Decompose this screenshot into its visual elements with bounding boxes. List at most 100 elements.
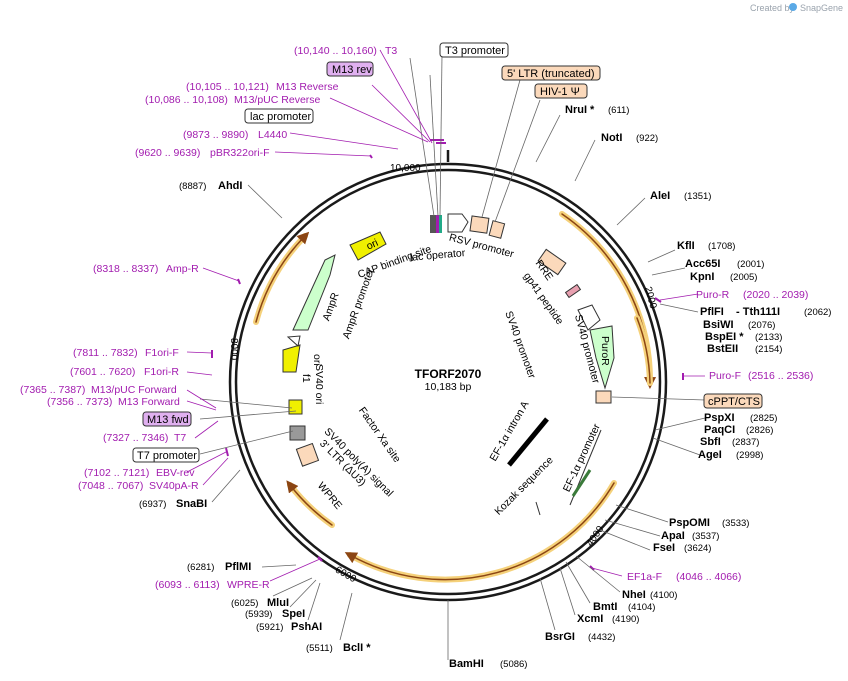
site-nhei: NheI xyxy=(622,589,646,601)
site-fsei: FseI xyxy=(653,542,675,554)
primer-marks xyxy=(211,139,684,571)
primer-ebv-range: (7102 .. 7121) xyxy=(84,467,149,479)
primer-wprer: WPRE-R xyxy=(227,579,270,591)
credit-prefix: Created by xyxy=(750,3,795,13)
primer-t7: T7 xyxy=(174,432,186,444)
site-paqci-pos: (2826) xyxy=(746,425,773,436)
feature-ori2: ori xyxy=(311,354,323,366)
label-cppt: cPPT/CTS xyxy=(708,396,760,408)
site-snabi: SnaBI xyxy=(176,498,207,510)
primer-m13r: M13 Reverse xyxy=(276,81,339,93)
label-m13fwd: M13 fwd xyxy=(147,414,189,426)
tick-2000: 2000 xyxy=(642,286,658,311)
box-lacprom xyxy=(244,108,314,124)
primer-ampr-range: (8318 .. 8337) xyxy=(93,263,158,275)
site-spei-pos: (5939) xyxy=(245,609,272,620)
site-acc65i: Acc65I xyxy=(685,258,720,270)
primer-t3-range: (10,140 .. 10,160) xyxy=(294,45,377,57)
site-pspxi-pos: (2825) xyxy=(750,413,777,424)
tick-10000: 10,000 xyxy=(390,163,421,174)
primer-ef1af-range: (4046 .. 4066) xyxy=(676,571,741,583)
site-alei-pos: (1351) xyxy=(684,191,711,202)
primer-puror-range: (2020 .. 2039) xyxy=(743,289,808,301)
site-ahdi: AhdI xyxy=(218,180,242,192)
primer-m13pucf: M13/pUC Forward xyxy=(91,384,177,396)
site-bsiwi: BsiWI xyxy=(703,319,734,331)
site-apai-pos: (3537) xyxy=(692,531,719,542)
site-pspomi-pos: (3533) xyxy=(722,518,749,529)
label-m13rev: M13 rev xyxy=(332,64,372,76)
primer-t3: T3 xyxy=(385,45,397,57)
primer-sv40pa-range: (7048 .. 7067) xyxy=(78,480,143,492)
box-5ltr xyxy=(501,65,601,81)
primer-pbr: pBR322ori-F xyxy=(210,147,270,159)
leader-lines xyxy=(199,54,706,660)
feature-puror: PuroR xyxy=(599,336,611,366)
site-apai: ApaI xyxy=(661,530,685,542)
feature-ori: ori xyxy=(365,237,381,253)
primer-sv40pa: SV40pA-R xyxy=(149,480,199,492)
primer-f1orir-range: (7601 .. 7620) xyxy=(70,366,135,378)
feature-factor-xa: Factor Xa site xyxy=(356,405,403,465)
site-bmti: BmtI xyxy=(593,601,617,613)
site-sbfi: SbfI xyxy=(700,436,721,448)
primer-ampr: Amp-R xyxy=(166,263,199,275)
primer-leaders xyxy=(186,49,705,582)
site-kfli: KflI xyxy=(677,240,695,252)
label-t7prom: T7 promoter xyxy=(137,450,197,462)
site-sbfi-pos: (2837) xyxy=(732,437,759,448)
feature-ef1a-intron: EF-1α intron A xyxy=(487,399,531,463)
inner-features xyxy=(282,213,615,516)
primer-m13f-range: (7356 .. 7373) xyxy=(47,396,112,408)
snapgene-logo-icon xyxy=(789,3,797,11)
site-agei-pos: (2998) xyxy=(736,450,763,461)
site-paqci: PaqCI xyxy=(704,424,735,436)
primer-purof: Puro-F xyxy=(709,370,741,382)
site-mlui: MluI xyxy=(267,597,289,609)
site-noti-pos: (922) xyxy=(636,133,658,144)
site-tth111i: - Tth111I xyxy=(736,306,780,318)
plasmid-size: 10,183 bp xyxy=(425,381,472,393)
site-nrui: NruI * xyxy=(565,104,595,116)
site-nhei-pos: (4100) xyxy=(650,590,677,601)
primer-wprer-range: (6093 .. 6113) xyxy=(155,579,220,591)
box-cppt xyxy=(703,393,763,409)
credit-brand: SnapGene xyxy=(800,3,843,13)
primer-f1orir: F1ori-R xyxy=(144,366,179,378)
label-t3prom: T3 promoter xyxy=(445,45,505,57)
feature-wpre: WPRE xyxy=(315,480,344,512)
primer-puror: Puro-R xyxy=(696,289,730,301)
feature-sv40-ori: SV40 ori xyxy=(313,364,325,404)
site-xcmi: XcmI xyxy=(577,613,603,625)
site-spei: SpeI xyxy=(282,608,305,620)
primer-ef1af: EF1a-F xyxy=(627,571,662,583)
box-m13rev xyxy=(326,61,374,77)
primer-ebv: EBV-rev xyxy=(156,467,195,479)
site-agei: AgeI xyxy=(698,449,722,461)
site-tth111i-pos: (2062) xyxy=(804,307,831,318)
label-lacprom: lac promoter xyxy=(250,111,311,123)
primer-l4440-range: (9873 .. 9890) xyxy=(183,129,248,141)
primer-purof-range: (2516 .. 2536) xyxy=(748,370,813,382)
site-kpni: KpnI xyxy=(690,271,714,283)
primer-m13puc-range: (10,086 .. 10,108) xyxy=(145,94,228,106)
backbone-inner xyxy=(234,168,662,596)
site-bsteii: BstEII xyxy=(707,343,738,355)
tick-8000: 8000 xyxy=(228,338,239,361)
site-ahdi-pos: (8887) xyxy=(179,181,206,192)
feature-lac-operator: lac operator xyxy=(409,247,466,264)
label-5ltr: 5' LTR (truncated) xyxy=(507,68,594,80)
plasmid-name: TFORF2070 xyxy=(415,367,482,381)
site-acc65i-pos: (2001) xyxy=(737,259,764,270)
orf-arcs xyxy=(253,211,657,583)
site-pspomi: PspOMI xyxy=(669,517,710,529)
label-hiv: HIV-1 Ψ xyxy=(540,86,580,98)
site-pshai-pos: (5921) xyxy=(256,622,283,633)
site-mlui-pos: (6025) xyxy=(231,598,258,609)
site-snabi-pos: (6937) xyxy=(139,499,166,510)
site-bsiwi-pos: (2076) xyxy=(748,320,775,331)
box-t3prom xyxy=(439,42,509,58)
feature-ampr: AmpR xyxy=(320,291,341,323)
primer-m13puc: M13/pUC Reverse xyxy=(234,94,321,106)
